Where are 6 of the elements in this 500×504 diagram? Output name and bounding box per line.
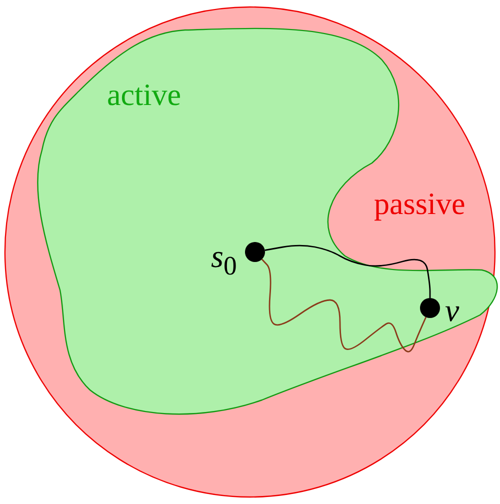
region-label: active bbox=[107, 79, 182, 110]
path-curve bbox=[261, 258, 427, 352]
region-label: passive bbox=[374, 188, 466, 219]
vertex-label: v bbox=[445, 294, 460, 326]
path-curve bbox=[264, 244, 431, 298]
vertex-label: s$_{0}$ bbox=[211, 240, 237, 280]
